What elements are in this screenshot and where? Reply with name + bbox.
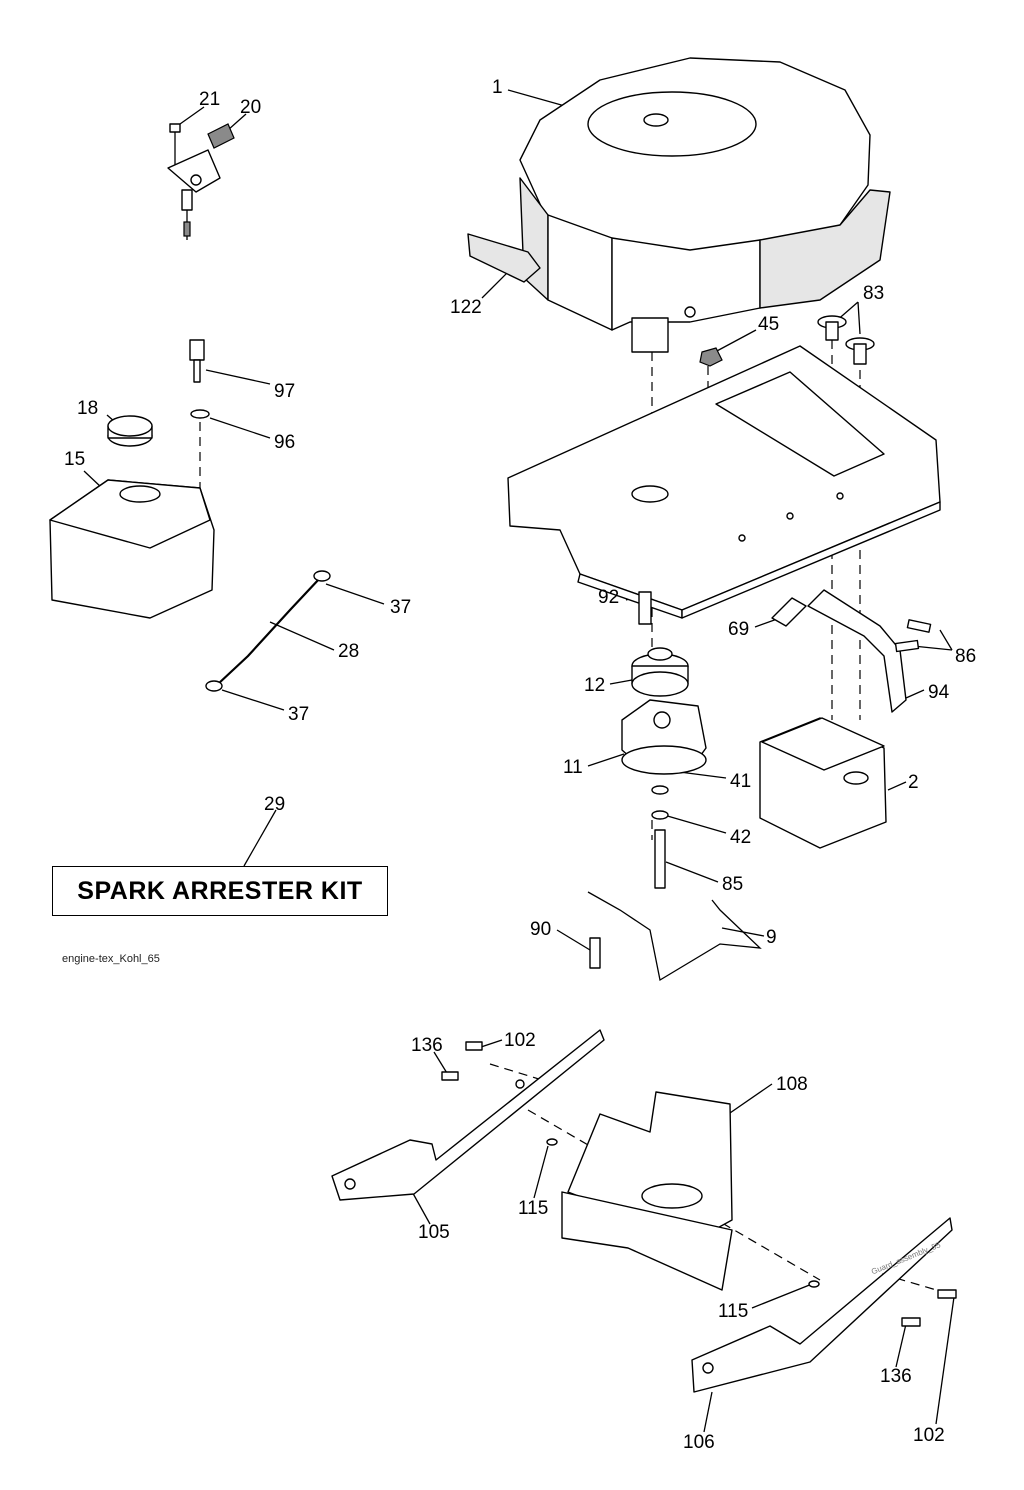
callout-92: 92: [598, 587, 620, 608]
engine: [467, 57, 891, 353]
callout-9: 9: [766, 927, 777, 948]
callout-122: 122: [450, 297, 482, 318]
callout-108: 108: [776, 1074, 808, 1095]
fuel-line: [205, 570, 331, 692]
callout-102-bottom: 102: [913, 1425, 945, 1446]
callout-102-top: 102: [504, 1030, 536, 1051]
callout-12: 12: [584, 675, 606, 696]
fuel-tank: [49, 339, 215, 619]
spark-arrester-kit-box: SPARK ARRESTER KIT: [52, 866, 388, 916]
callout-97: 97: [274, 381, 296, 402]
callout-69: 69: [728, 619, 750, 640]
callout-85: 85: [722, 874, 744, 895]
callout-45: 45: [758, 314, 780, 335]
clutch-stack: [621, 591, 707, 889]
callout-15: 15: [64, 449, 86, 470]
callout-83: 83: [863, 283, 885, 304]
callout-136-top: 136: [411, 1035, 443, 1056]
callout-115-right: 115: [718, 1301, 749, 1322]
callout-90: 90: [530, 919, 552, 940]
exhaust-system: [759, 589, 932, 849]
knobs-and-nut: [699, 315, 875, 367]
callout-115-left: 115: [518, 1198, 549, 1219]
chassis-frame: [507, 345, 941, 619]
callout-11: 11: [563, 757, 583, 778]
callout-1: 1: [492, 77, 503, 98]
callout-41: 41: [730, 771, 752, 792]
callout-136-bottom: 136: [880, 1366, 912, 1387]
callout-2: 2: [908, 772, 919, 793]
rod-and-bolt: [587, 891, 762, 982]
callout-28: 28: [338, 641, 360, 662]
callout-18: 18: [77, 398, 99, 419]
callout-21: 21: [199, 89, 221, 110]
guard-assembly: [331, 1029, 957, 1393]
callout-96: 96: [274, 432, 296, 453]
callout-105: 105: [418, 1222, 450, 1243]
callout-42: 42: [730, 827, 752, 848]
callout-94: 94: [928, 682, 950, 703]
callout-29: 29: [264, 794, 286, 815]
callout-20: 20: [240, 97, 262, 118]
callout-86: 86: [955, 646, 977, 667]
spark-arrester-kit-label: SPARK ARRESTER KIT: [77, 876, 363, 905]
callout-37-bottom: 37: [288, 704, 310, 725]
callout-37-top: 37: [390, 597, 412, 618]
callout-106: 106: [683, 1432, 715, 1453]
throttle-control: [167, 123, 235, 240]
file-caption: engine-tex_Kohl_65: [62, 953, 160, 965]
